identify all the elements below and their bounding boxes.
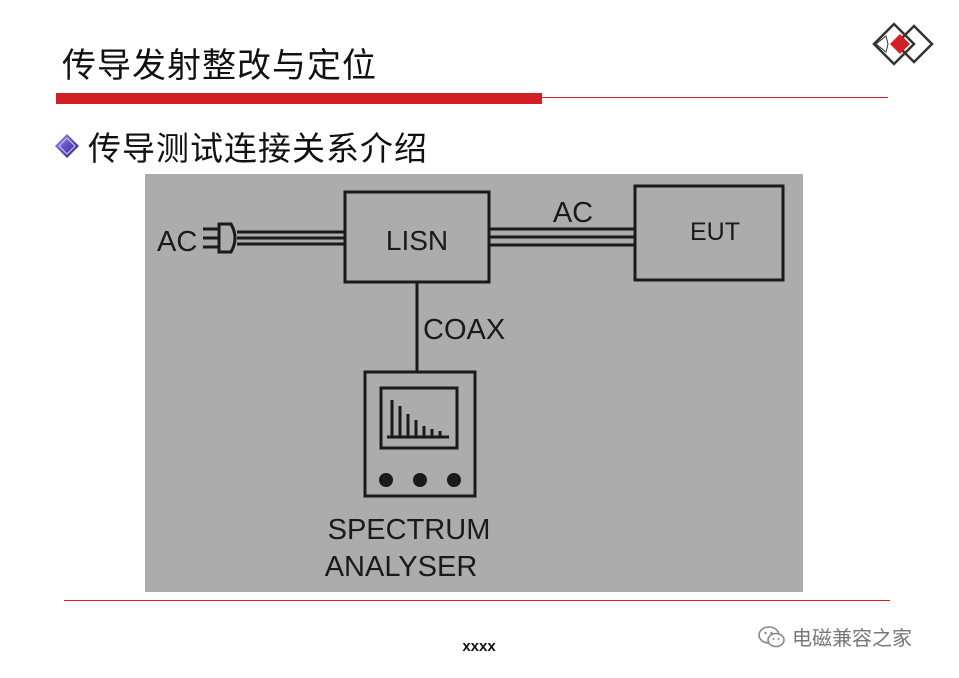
diamond-bullet-icon — [55, 134, 79, 158]
coax-label: COAX — [423, 314, 505, 346]
wechat-icon — [758, 625, 785, 647]
footer-text: xxxx — [462, 638, 496, 655]
analyser-label-line1: SPECTRUM — [328, 514, 491, 546]
title-red-bar — [56, 93, 542, 104]
analyser-knob — [413, 473, 427, 487]
analyser-screen — [379, 386, 459, 450]
analyser-knob — [447, 473, 461, 487]
watermark: 电磁兼容之家 — [758, 622, 912, 651]
ac-left-label: AC — [157, 226, 197, 258]
slide-title: 传导发射整改与定位 — [62, 46, 377, 86]
diamond-logo-icon — [872, 22, 934, 66]
eut-box — [633, 184, 785, 282]
ac-top-label: AC — [553, 197, 593, 229]
conducted-test-diagram-photo: AC LISN AC EUT COAX — [145, 174, 803, 592]
bullet-item: 传导测试连接关系介绍 — [54, 122, 428, 170]
analyser-label-line2: ANALYSER — [325, 551, 478, 583]
bullet-text: 传导测试连接关系介绍 — [88, 129, 428, 168]
ac-plug-icon — [203, 222, 237, 254]
watermark-text: 电磁兼容之家 — [792, 626, 912, 650]
spectrum-analyser-box — [363, 370, 477, 498]
lisn-label: LISN — [386, 225, 448, 256]
title-red-rule — [542, 97, 888, 98]
bottom-red-rule — [64, 600, 890, 601]
analyser-knob — [379, 473, 393, 487]
spectrum-bars-icon — [387, 400, 449, 439]
eut-label: EUT — [690, 218, 740, 246]
connection-diagram: AC LISN AC EUT COAX — [145, 174, 803, 592]
